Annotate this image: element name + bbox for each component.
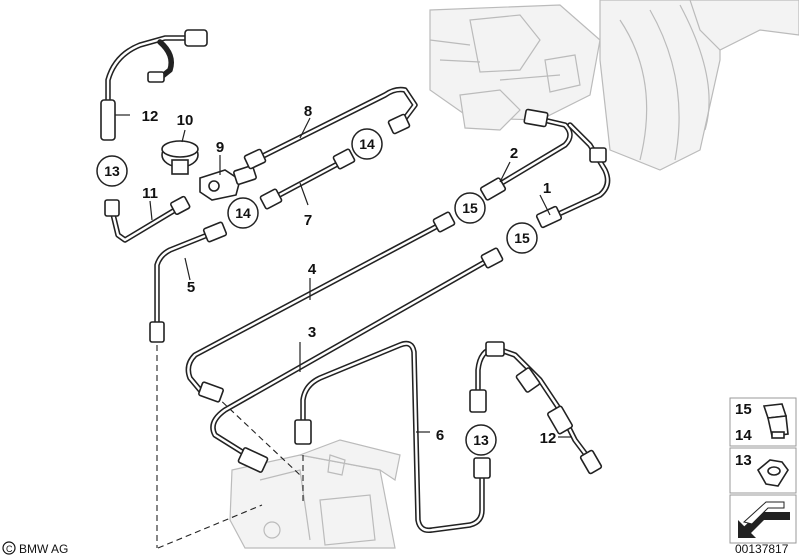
brake-hose-12-bottom (469, 341, 603, 475)
union-nut-icon (762, 403, 789, 439)
brake-line-11 (104, 195, 191, 243)
circled-callout-15-lower: 15 (506, 222, 538, 254)
callout-2: 2 (510, 145, 518, 162)
brake-line-7 (259, 148, 356, 210)
circled-callout-14-upper: 14 (351, 128, 383, 160)
svg-text:15: 15 (462, 200, 478, 216)
legend-label-13: 13 (735, 452, 752, 469)
adapter-9 (199, 164, 257, 201)
callout-8: 8 (304, 103, 312, 120)
legend-label-15: 15 (735, 401, 752, 418)
callout-1: 1 (543, 180, 551, 197)
legend-box-arrow (729, 494, 797, 544)
legend-box-clip: 13 (729, 447, 797, 494)
brake-hose-12-top (100, 29, 208, 141)
svg-text:C: C (6, 544, 13, 554)
callout-7: 7 (304, 212, 312, 229)
legend-box-fitting: 15 14 (729, 397, 797, 447)
brake-line-3 (210, 247, 504, 473)
brake-booster-ghost (599, 0, 799, 171)
brake-line-4 (185, 211, 456, 403)
circled-callout-13-bottom: 13 (465, 424, 497, 456)
svg-text:15: 15 (514, 230, 530, 246)
brake-line-2 (479, 108, 573, 201)
svg-text:13: 13 (473, 432, 489, 448)
svg-text:13: 13 (104, 163, 120, 179)
svg-text:14: 14 (235, 205, 251, 221)
direction-arrow-icon (738, 501, 790, 538)
pressure-sensor-10 (161, 140, 199, 175)
callout-6: 6 (436, 427, 444, 444)
brake-line-8 (243, 86, 418, 170)
master-cylinder-ghost (429, 4, 601, 131)
footer-brand: BMW AG (19, 542, 68, 556)
brake-line-6 (294, 340, 491, 534)
circled-callout-15-upper: 15 (454, 192, 486, 224)
svg-text:14: 14 (359, 136, 375, 152)
brake-line-5 (149, 221, 228, 343)
pipe-clip-icon (756, 459, 789, 487)
callout-10: 10 (177, 112, 194, 129)
callout-12-bottom: 12 (540, 430, 557, 447)
brake-line-1 (535, 122, 611, 229)
callout-12-top: 12 (142, 108, 159, 125)
abs-unit-ghost (229, 439, 401, 549)
callout-9: 9 (216, 139, 224, 156)
legend-label-14: 14 (735, 427, 752, 444)
callout-4: 4 (308, 261, 317, 278)
diagram-number: 00137817 (735, 542, 789, 556)
copyright-icon (2, 541, 16, 555)
circled-callout-14-lower: 14 (227, 197, 259, 229)
dashed-reference-line-abs (157, 504, 263, 549)
leader-lines (115, 114, 572, 438)
circled-callout-13-left: 13 (96, 155, 128, 187)
callout-3: 3 (308, 324, 316, 341)
bmw-copyright: C BMW AG (2, 541, 68, 556)
callout-5: 5 (187, 279, 195, 296)
callout-11: 11 (142, 185, 158, 202)
